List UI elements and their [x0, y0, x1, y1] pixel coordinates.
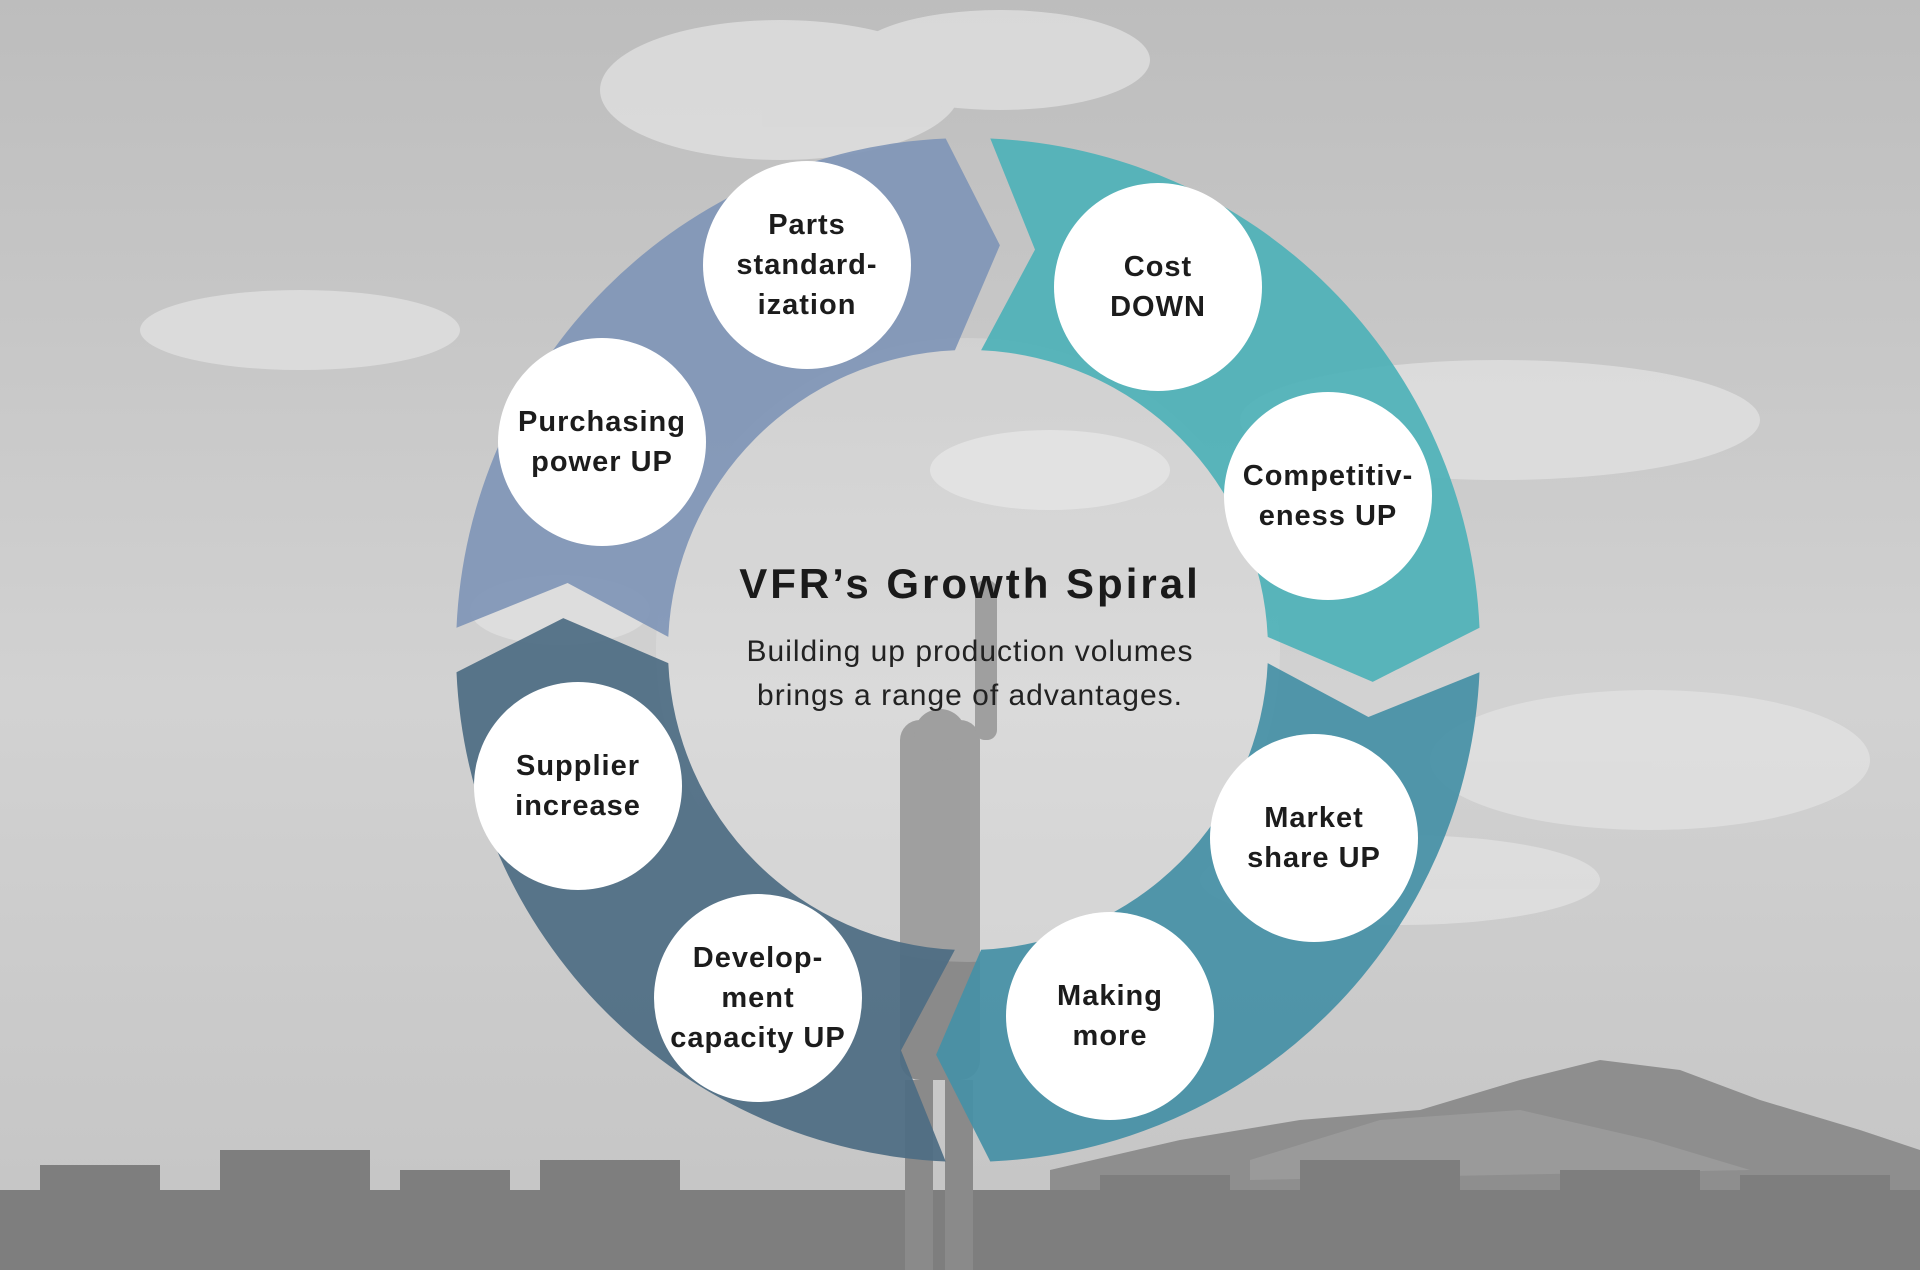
node-line: Making — [1057, 980, 1163, 1012]
node-cost-down: Cost DOWN — [1054, 183, 1262, 391]
node-purchasing-power-up: Purchasing power UP — [498, 338, 706, 546]
node-supplier-increase: Supplier increase — [474, 682, 682, 890]
node-line: Develop- — [692, 942, 824, 974]
node-line: more — [1072, 1020, 1148, 1052]
node-line: Parts — [768, 209, 846, 241]
node-line: standard- — [736, 249, 878, 281]
node-line: share UP — [1247, 842, 1381, 874]
subtitle-line-2: brings a range of advantages. — [757, 679, 1183, 712]
node-making-more: Making more — [1006, 912, 1214, 1120]
node-line: Purchasing — [518, 406, 686, 438]
node-market-share-up: Market share UP — [1210, 734, 1418, 942]
node-competitiveness-up: Competitiv- eness UP — [1224, 392, 1432, 600]
node-line: eness UP — [1258, 500, 1398, 532]
node-line: Market — [1264, 802, 1364, 834]
subtitle-line-1: Building up production volumes — [746, 635, 1194, 668]
node-line: Supplier — [515, 750, 640, 782]
node-parts-standardization: Parts standard- ization — [703, 161, 911, 369]
node-line: increase — [515, 790, 641, 822]
center-title: VFR’s Growth Spiral — [739, 560, 1201, 607]
inner-disc — [656, 338, 1280, 962]
node-line: ment — [721, 982, 795, 1014]
node-line: capacity UP — [670, 1022, 846, 1054]
node-line: ization — [757, 289, 857, 321]
node-line: DOWN — [1110, 291, 1206, 323]
node-line: Cost — [1123, 251, 1193, 283]
node-development-capacity-up: Develop- ment capacity UP — [654, 894, 862, 1102]
node-line: power UP — [531, 446, 673, 478]
node-line: Competitiv- — [1242, 460, 1414, 492]
center-subtitle: Building up production volumes brings a … — [660, 630, 1280, 718]
